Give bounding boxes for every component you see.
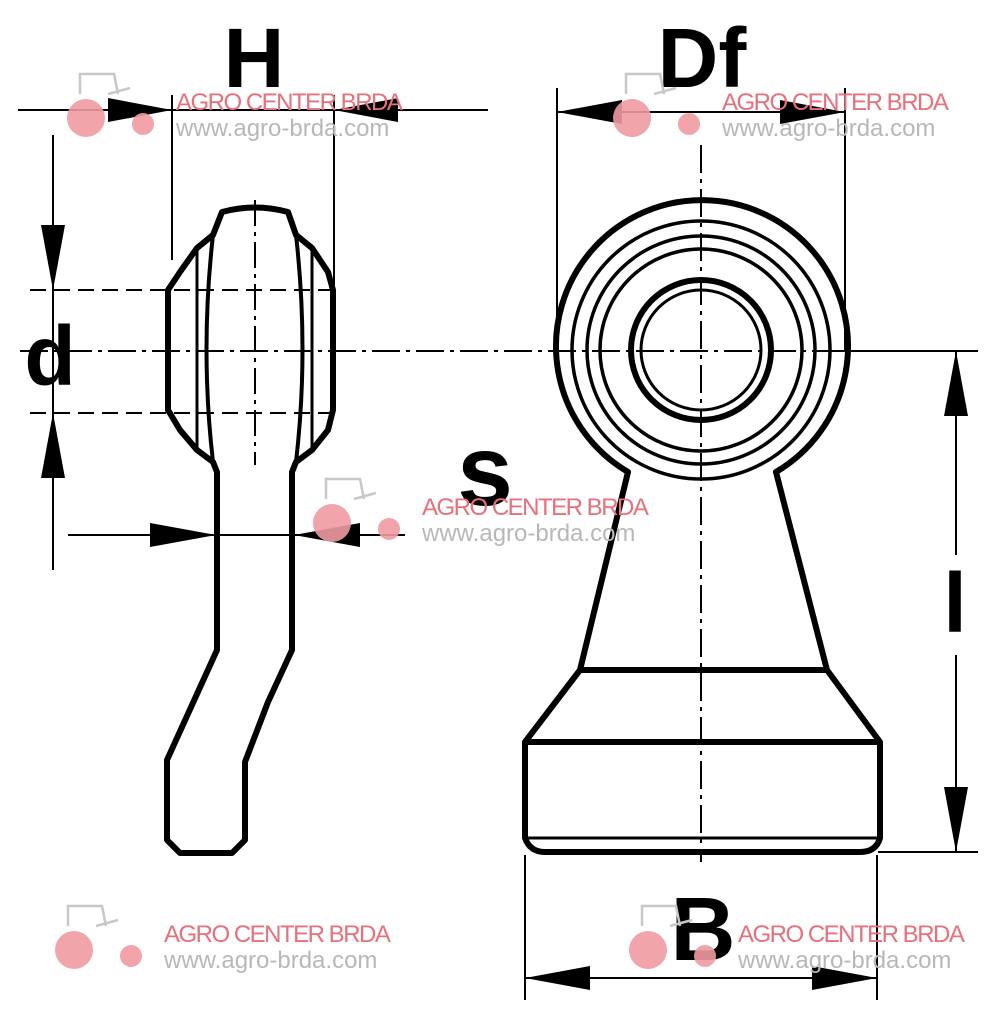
svg-text:AGRO CENTER BRDA: AGRO CENTER BRDA (738, 921, 965, 948)
svg-text:AGRO CENTER BRDA: AGRO CENTER BRDA (722, 89, 949, 116)
label-H: H (224, 11, 285, 105)
watermark-3: AGRO CENTER BRDA www.agro-brda.com (311, 477, 650, 547)
svg-text:AGRO CENTER BRDA: AGRO CENTER BRDA (176, 89, 403, 116)
watermark-1: AGRO CENTER BRDA www.agro-brda.com (65, 72, 404, 142)
label-s: s (457, 415, 513, 527)
dimension-Df (556, 88, 846, 350)
svg-text:www.agro-brda.com: www.agro-brda.com (163, 947, 377, 974)
front-view (522, 145, 883, 862)
dimension-s (68, 523, 405, 547)
watermark-2: AGRO CENTER BRDA www.agro-brda.com (611, 72, 950, 142)
svg-text:www.agro-brda.com: www.agro-brda.com (721, 115, 935, 142)
front-view-base-outline (522, 668, 883, 855)
side-view-hub-line-right (294, 234, 305, 463)
svg-text:www.agro-brda.com: www.agro-brda.com (421, 520, 635, 547)
dimension-B (524, 855, 878, 1000)
svg-text:www.agro-brda.com: www.agro-brda.com (737, 947, 951, 974)
label-d: d (24, 309, 75, 403)
side-view-outline (164, 204, 336, 856)
dimension-l (838, 350, 978, 853)
watermark-5: AGRO CENTER BRDA www.agro-brda.com (627, 904, 966, 974)
svg-text:www.agro-brda.com: www.agro-brda.com (175, 115, 389, 142)
svg-text:AGRO CENTER BRDA: AGRO CENTER BRDA (422, 494, 649, 521)
watermark-4: AGRO CENTER BRDA www.agro-brda.com (53, 904, 392, 974)
dimension-d (41, 135, 65, 570)
svg-text:AGRO CENTER BRDA: AGRO CENTER BRDA (164, 921, 391, 948)
side-view-hub-line-left (204, 234, 215, 463)
front-view-head-outline (553, 197, 851, 673)
side-view (30, 200, 336, 856)
label-l: l (943, 556, 966, 650)
tractor-icon (53, 904, 144, 971)
